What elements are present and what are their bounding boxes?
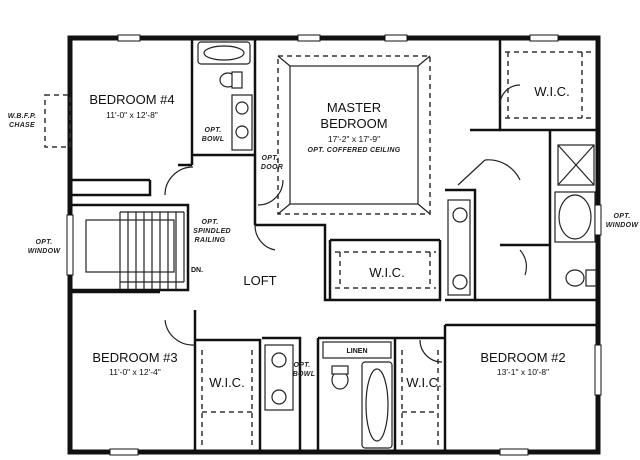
bedroom3-dims: 11'-0" x 12'-4" <box>109 367 161 377</box>
bedroom4-dims: 11'-0" x 12'-8" <box>106 110 158 120</box>
opt-bowl-lower-line1: OPT. <box>293 362 310 369</box>
opt-window-left-line2: WINDOW <box>28 248 62 255</box>
opt-bowl-upper-line2: BOWL <box>202 136 225 143</box>
master-wic-upper-label: W.I.C. <box>534 84 569 99</box>
bedroom3-name: BEDROOM #3 <box>92 350 177 365</box>
bedroom2-name: BEDROOM #2 <box>480 350 565 365</box>
opt-door-line1: OPT. <box>261 155 278 162</box>
toilet-master <box>565 269 585 287</box>
interior-walls <box>72 40 598 452</box>
opt-bowl-upper-line1: OPT. <box>204 127 221 134</box>
master-dims: 17'-2" x 17'-9" <box>328 134 380 144</box>
closet-shelves <box>201 51 595 445</box>
opt-bowl-lower-line2: BOWL <box>293 371 316 378</box>
room-labels: BEDROOM #4 11'-0" x 12'-8" MASTER BEDROO… <box>89 92 565 377</box>
notes: W.B.F.P. CHASE OPT. BOWL OPT. DOOR OPT. … <box>8 113 640 378</box>
bathroom-fixtures <box>197 41 597 449</box>
stairs <box>85 211 185 290</box>
closet-labels: W.I.C. W.I.C. W.I.C. W.I.C. LINEN <box>209 84 569 390</box>
windows <box>66 34 602 456</box>
bedroom2-dims: 13'-1" x 10'-8" <box>497 367 549 377</box>
wbfp-note-line2: CHASE <box>9 122 35 129</box>
loft-name: LOFT <box>243 273 276 288</box>
master-name-line1: MASTER <box>327 100 381 115</box>
bedroom4-name: BEDROOM #4 <box>89 92 174 107</box>
master-name-line2: BEDROOM <box>320 116 387 131</box>
opt-window-left-line1: OPT. <box>35 239 52 246</box>
opt-window-right-line2: WINDOW <box>606 222 640 229</box>
bedroom2-wic-label: W.I.C. <box>406 375 441 390</box>
vanity-master <box>447 199 471 296</box>
spindled-line1: OPT. <box>201 219 218 226</box>
wbfp-note-line1: W.B.F.P. <box>8 113 37 120</box>
spindled-line3: RAILING <box>195 237 226 244</box>
master-wic-lower-label: W.I.C. <box>369 265 404 280</box>
opt-window-right-line1: OPT. <box>613 213 630 220</box>
bedroom3-wic-label: W.I.C. <box>209 375 244 390</box>
exterior-walls <box>67 35 601 455</box>
opt-door-line2: DOOR <box>261 164 283 171</box>
spindled-line2: SPINDLED <box>193 228 231 235</box>
linen-closet <box>322 341 392 359</box>
fireplace-chase <box>44 94 71 148</box>
door-swings <box>164 84 527 363</box>
master-ceiling-note: OPT. COFFERED CEILING <box>308 147 401 154</box>
dn-label: DN. <box>191 267 203 274</box>
coffered-ceiling-outline <box>277 55 431 215</box>
linen-label: LINEN <box>347 348 368 355</box>
